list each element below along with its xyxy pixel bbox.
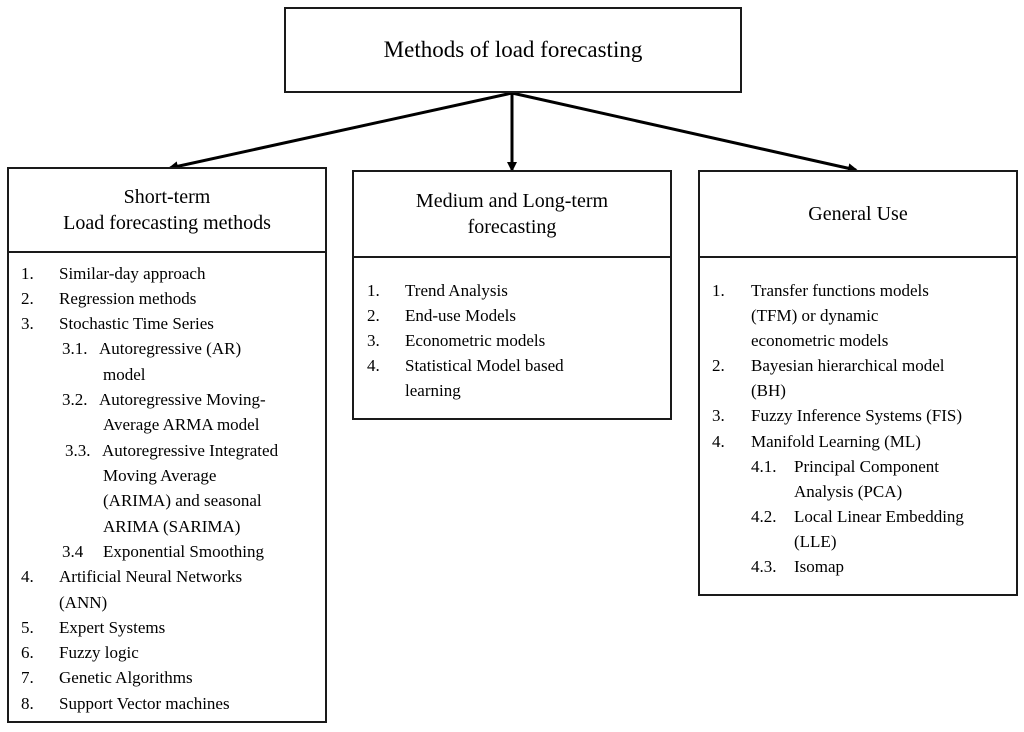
list-item-text: Moving Average [103, 466, 217, 485]
sub-list-number: 4.3. [751, 557, 777, 576]
list-number: 4. [712, 432, 725, 451]
list-item-text: Autoregressive Moving- [99, 390, 266, 409]
medium-long-term-heading-line-2: forecasting [467, 216, 557, 238]
list-item-text: Transfer functions models [751, 281, 929, 300]
list-item-text: Regression methods [59, 289, 197, 308]
list-number: 5. [21, 618, 34, 637]
sub-list-number: 3.1. [62, 339, 88, 358]
list-item-text: Expert Systems [59, 618, 166, 637]
list-item-text: Fuzzy Inference Systems (FIS) [751, 406, 963, 425]
list-number: 1. [712, 281, 725, 300]
short-term-heading-line-1: Short-term [123, 186, 211, 208]
general-use-heading-line-1: General Use [808, 203, 908, 225]
list-item-text: (ANN) [59, 593, 108, 612]
list-item-text: Analysis (PCA) [794, 482, 903, 501]
root-title: Methods of load forecasting [383, 37, 643, 62]
list-item-text: Autoregressive (AR) [99, 339, 242, 358]
root-node: Methods of load forecasting [284, 7, 742, 93]
medium-long-term-heading-line-1: Medium and Long-term [415, 190, 609, 212]
list-number: 3. [367, 331, 380, 350]
sub-list-number: 3.2. [62, 390, 88, 409]
list-item-text: Principal Component [794, 457, 939, 476]
list-item-text: Autoregressive Integrated [102, 441, 279, 460]
medium-long-term-heading-box: Medium and Long-term forecasting [352, 170, 672, 258]
general-use-heading-box: General Use [698, 170, 1018, 258]
list-number: 6. [21, 643, 34, 662]
list-item-text: Fuzzy logic [59, 643, 139, 662]
sub-list-number: 4.2. [751, 507, 777, 526]
sub-list-number: 3.4 [62, 542, 84, 561]
list-item-text: Exponential Smoothing [103, 542, 265, 561]
list-item-text: Bayesian hierarchical model [751, 356, 945, 375]
list-item-text: model [103, 365, 146, 384]
list-number: 2. [712, 356, 725, 375]
list-number: 8. [21, 694, 34, 713]
general-use-list: 1. Transfer functions models (TFM) or dy… [698, 256, 1018, 596]
list-item-text: Average ARMA model [103, 415, 260, 434]
short-term-heading-box: Short-term Load forecasting methods [7, 167, 327, 253]
list-number: 2. [21, 289, 34, 308]
sub-list-number: 4.1. [751, 457, 777, 476]
arrow-to-short-term [168, 91, 513, 172]
list-item-text: Similar-day approach [59, 264, 206, 283]
list-item-text: (BH) [751, 381, 786, 400]
list-item-text: Artificial Neural Networks [59, 567, 243, 586]
list-item-text: Manifold Learning (ML) [751, 432, 921, 451]
list-item-text: End-use Models [405, 306, 516, 325]
arrow-to-general-use [511, 91, 858, 174]
list-item-text: Stochastic Time Series [59, 314, 214, 333]
list-number: 3. [21, 314, 34, 333]
list-number: 1. [367, 281, 380, 300]
list-number: 4. [367, 356, 380, 375]
list-item-text: Econometric models [405, 331, 546, 350]
sub-list-number: 3.3. [65, 441, 91, 460]
list-item-text: Support Vector machines [59, 694, 230, 713]
list-number: 3. [712, 406, 725, 425]
short-term-list: 1. Similar-day approach 2. Regression me… [7, 251, 327, 723]
list-number: 2. [367, 306, 380, 325]
list-item-text: (LLE) [794, 532, 837, 551]
list-item-text: (ARIMA) and seasonal [103, 491, 262, 510]
list-item-text: econometric models [751, 331, 889, 350]
list-item-text: ARIMA (SARIMA) [103, 517, 241, 536]
short-term-heading-line-2: Load forecasting methods [63, 212, 271, 234]
list-number: 7. [21, 668, 34, 687]
list-item-text: (TFM) or dynamic [751, 306, 879, 325]
list-item-text: Genetic Algorithms [59, 668, 193, 687]
list-item-text: Local Linear Embedding [794, 507, 964, 526]
list-item-text: Trend Analysis [405, 281, 508, 300]
medium-long-term-list: 1. Trend Analysis 2. End-use Models 3. E… [352, 256, 672, 420]
list-number: 4. [21, 567, 34, 586]
list-item-text: Statistical Model based [405, 356, 564, 375]
list-number: 1. [21, 264, 34, 283]
list-item-text: Isomap [794, 557, 845, 576]
list-item-text: learning [405, 381, 461, 400]
